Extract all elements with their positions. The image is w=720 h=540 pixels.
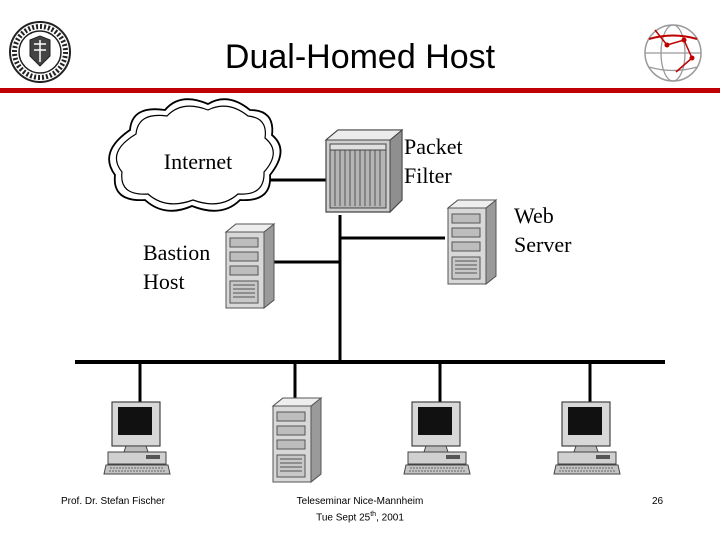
footer-author: Prof. Dr. Stefan Fischer [61,496,165,507]
bastion-host-label-line2: Host [143,269,185,294]
packet-filter-label: Packet Filter [404,132,463,190]
tower-server-icon [225,223,275,309]
internet-label: Internet [164,149,232,174]
university-seal-icon [9,21,71,83]
packet-filter-label-line2: Filter [404,163,452,188]
workstation-icon [103,401,171,475]
footer-date-sup: th [370,511,377,518]
packet-filter-label-line1: Packet [404,134,463,159]
footer-event-line1: Teleseminar Nice-Mannheim [296,496,424,507]
cloud-icon [108,98,282,212]
page-number: 26 [652,496,664,507]
footer-date-prefix: Tue Sept 25 [316,512,371,524]
footer-date-suffix: , 2001 [376,512,404,524]
workstation-icon [403,401,471,475]
tower-server-icon [272,397,322,483]
globe-logo-icon [644,24,702,82]
tower-server-icon [447,199,497,285]
bastion-host-label: Bastion Host [143,238,210,296]
title-underline [0,88,720,93]
web-server-label-line2: Server [514,232,572,257]
rack-server-icon [324,128,404,214]
slide-title: Dual-Homed Host [224,38,496,76]
bastion-host-label-line1: Bastion [143,240,211,265]
web-server-label-line1: Web [514,203,554,228]
web-server-label: Web Server [514,201,571,259]
footer-event-line2: Tue Sept 25th, 2001 [260,508,460,524]
workstation-icon [553,401,621,475]
footer-event: Teleseminar Nice-Mannheim Tue Sept 25th,… [260,495,460,524]
